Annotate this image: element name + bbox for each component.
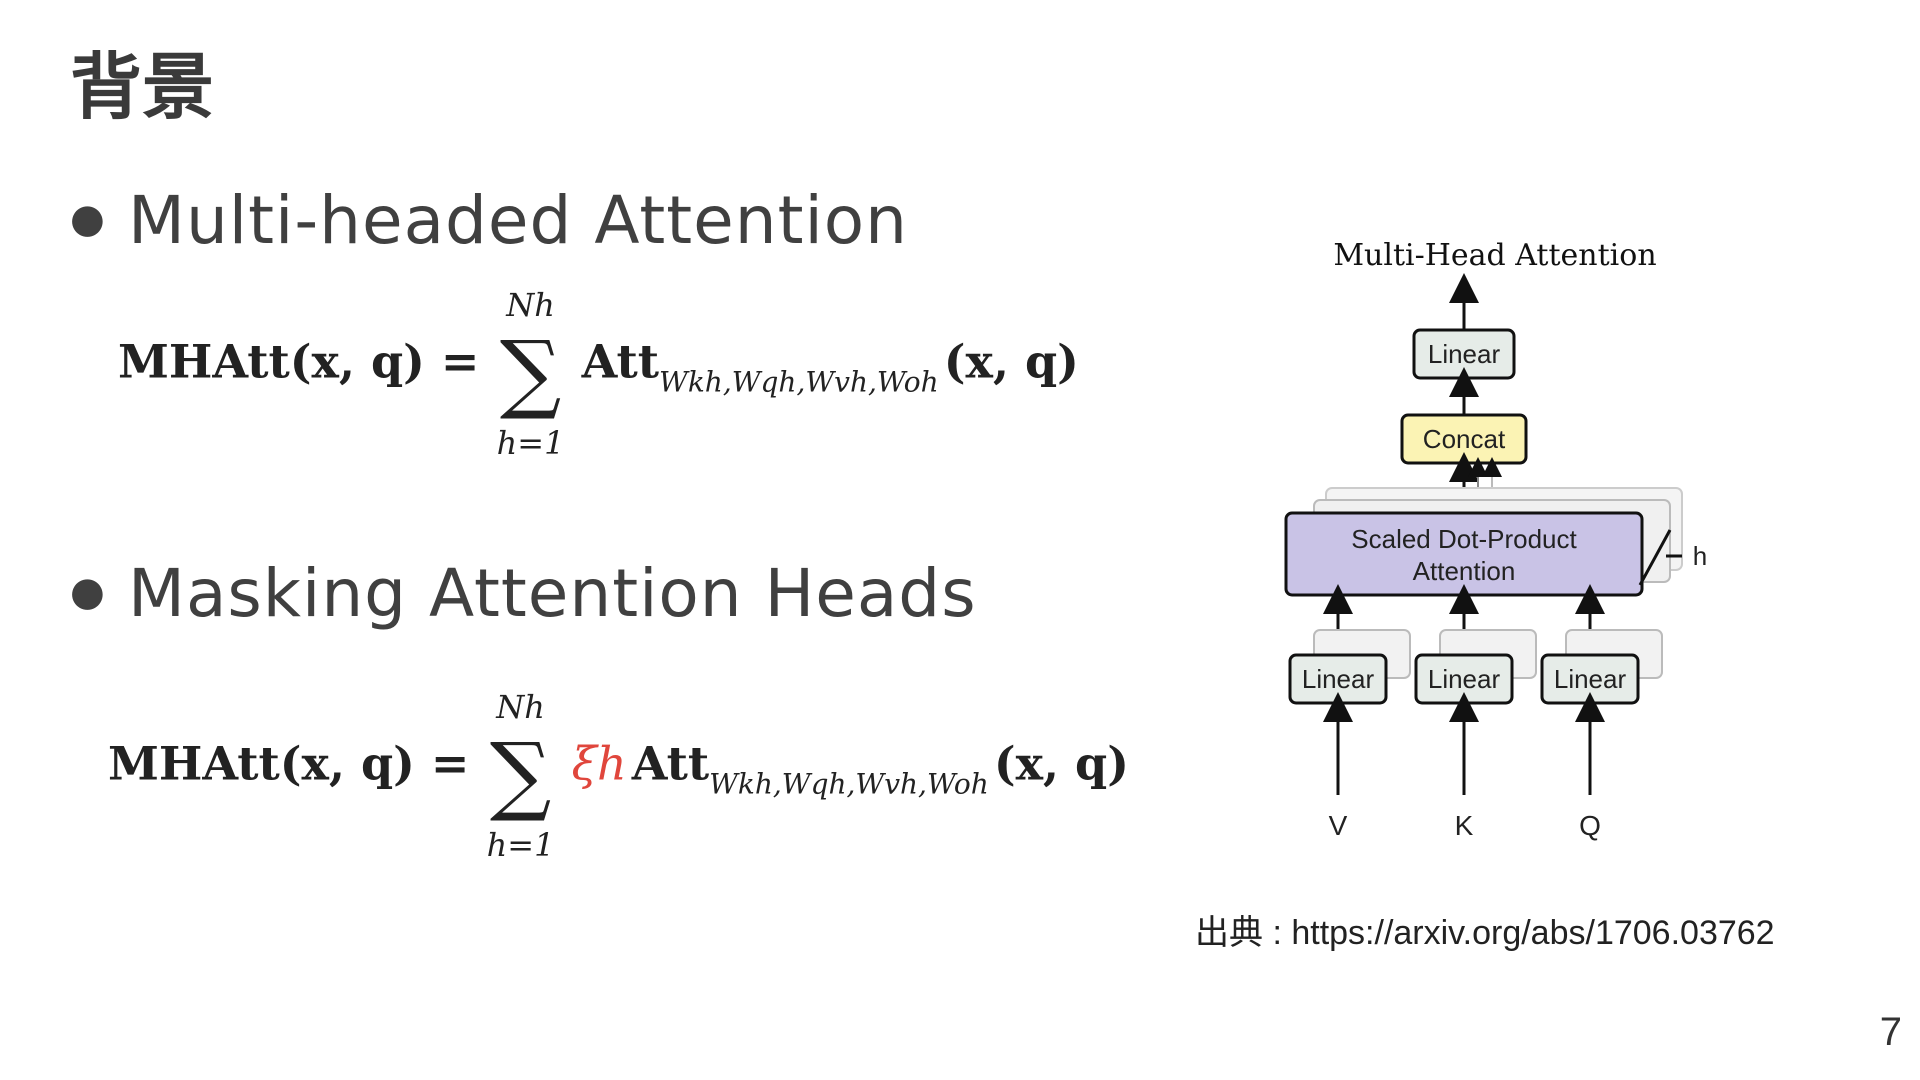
bullet-text: Masking Attention Heads [128,555,977,632]
att-args: (x, q) [943,334,1079,389]
input-k-label: K [1455,810,1474,841]
concat-label: Concat [1423,424,1506,454]
summation: Nh ∑ h=1 [491,286,571,462]
page-number: 7 [1879,1010,1902,1054]
formula-masked-mhatt: MHAtt(x, q) = Nh ∑ h=1 ξh AttWkh,Wqh,Wvh… [108,688,1129,864]
sum-lower: h=1 [486,826,555,864]
input-q-label: Q [1579,810,1601,841]
input-branch-q: Linear Q [1540,584,1663,841]
bullet-masking-attention-heads: ● Masking Attention Heads [70,555,977,632]
attention-label-line1: Scaled Dot-Product [1351,524,1577,554]
v-linear-label: Linear [1302,664,1375,694]
bullet-multi-headed-attention: ● Multi-headed Attention [70,182,908,259]
formula-lhs: MHAtt(x, q) = [108,736,470,791]
citation: 出典 : https://arxiv.org/abs/1706.03762 [1195,914,1775,952]
att-function: Att [631,736,710,791]
sum-upper: Nh [496,688,545,726]
input-branch-v: Linear V [1288,584,1411,841]
input-branch-k: Linear K [1414,584,1537,841]
q-linear-label: Linear [1554,664,1627,694]
att-function: Att [581,334,660,389]
heads-slash [1638,529,1672,586]
formula-mhatt: MHAtt(x, q) = Nh ∑ h=1 AttWkh,Wqh,Wvh,Wo… [118,286,1079,462]
slide-title: 背景 [70,45,215,129]
bullet-dot: ● [70,568,106,615]
input-v-label: V [1329,810,1348,841]
top-linear-label: Linear [1428,339,1501,369]
sum-upper: Nh [506,286,555,324]
k-linear-label: Linear [1428,664,1501,694]
sigma-symbol: ∑ [489,725,552,825]
mask-xi: ξh [571,736,627,791]
att-args: (x, q) [993,736,1129,791]
attention-label-line2: Attention [1413,556,1516,586]
summation: Nh ∑ h=1 [481,688,561,864]
bullet-text: Multi-headed Attention [128,182,909,259]
att-subscript: Wkh,Wqh,Wvh,Woh [659,365,939,399]
diagram-title: Multi-Head Attention [1333,238,1656,273]
formula-lhs: MHAtt(x, q) = [118,334,480,389]
heads-label: h [1693,541,1707,571]
multi-head-attention-diagram: Multi-Head Attention Linear Concat Scale… [1284,238,1707,841]
bullet-dot: ● [70,195,106,242]
sigma-symbol: ∑ [499,323,562,423]
sum-lower: h=1 [496,424,565,462]
att-subscript: Wkh,Wqh,Wvh,Woh [709,767,989,801]
